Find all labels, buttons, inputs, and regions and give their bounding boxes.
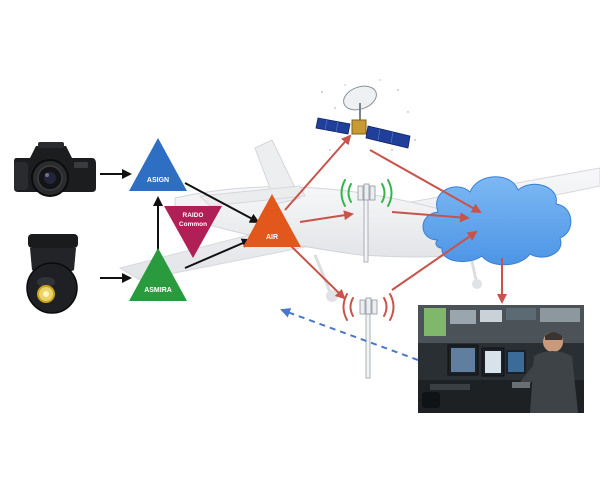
arrow-asmira-to-air (184, 238, 252, 269)
cloud-icon (422, 176, 572, 266)
asmira-triangle (129, 248, 187, 301)
red-arrows (284, 134, 507, 304)
arrow-air-to-tower-lower (289, 244, 346, 300)
arrow-air-to-tower-upper (299, 210, 354, 223)
cell-tower-icon (340, 179, 393, 263)
control-room-photo (418, 305, 584, 413)
arrow-control-room-to-tower (280, 308, 419, 361)
asign-node: ASIGN (129, 138, 187, 191)
black-arrows (100, 169, 260, 283)
dslr-camera-icon (14, 142, 96, 197)
asmira-label: ASMIRA (144, 287, 172, 294)
air-triangle (243, 194, 301, 247)
raido-label-line2: Common (179, 221, 207, 228)
raido-label-line1: RAIDO (183, 212, 204, 219)
satellite-icon (315, 79, 416, 151)
arrow-satellite-to-cloud (369, 149, 482, 213)
air-node: AIR (243, 194, 301, 247)
air-label: AIR (266, 234, 278, 241)
ptz-dome-camera-icon (26, 234, 78, 314)
raido-triangle (164, 206, 222, 258)
asmira-node: ASMIRA (129, 248, 187, 301)
cell-tower-icon (342, 293, 395, 379)
arrow-tower-lower-to-cloud (391, 230, 478, 291)
asign-triangle (129, 138, 187, 191)
raido-common-node: RAIDO Common (164, 206, 222, 258)
arrow-asign-to-air (184, 182, 260, 223)
asign-label: ASIGN (147, 177, 169, 184)
arrow-tower-upper-to-cloud (391, 211, 470, 223)
arrow-air-to-satellite (284, 134, 352, 211)
